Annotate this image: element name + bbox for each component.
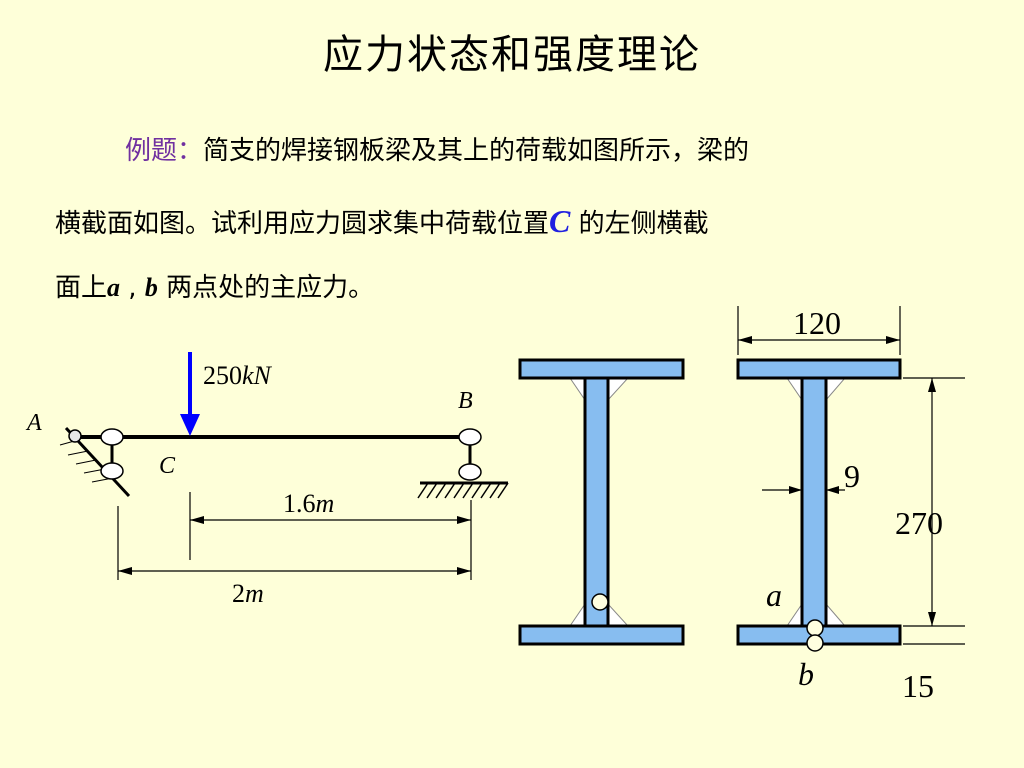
example-colon: ： xyxy=(177,136,204,166)
dim-cb-value: 1.6 xyxy=(283,489,316,518)
i-section-left xyxy=(518,358,685,646)
dim-cb-label: 1.6m xyxy=(283,489,334,518)
dim-ab-unit: m xyxy=(245,579,264,608)
dim-ab-label: 2m xyxy=(232,579,264,608)
problem-text-3: 面上 xyxy=(55,273,108,303)
problem-sep: , xyxy=(120,273,145,303)
dim-flange-width: 120 xyxy=(793,305,841,341)
example-label: 例题 xyxy=(125,136,178,166)
point-a-marker xyxy=(806,619,824,637)
beam-diagram: A B 250kN C xyxy=(25,352,509,608)
page-title: 应力状态和强度理论 xyxy=(323,32,701,78)
left-support xyxy=(59,426,131,498)
point-c-diagram-label: C xyxy=(159,453,176,479)
section-point-a-label: a xyxy=(766,577,782,613)
load-unit: kN xyxy=(242,361,273,390)
support-a-label: A xyxy=(25,410,42,436)
dim-flange-thickness: 15 xyxy=(902,668,934,704)
point-b-label: b xyxy=(144,273,158,302)
dim-web-height: 270 xyxy=(895,505,943,541)
problem-text-2b: 的左侧横截 xyxy=(570,209,709,239)
problem-text-2: 横截面如图。试利用应力圆求集中荷载位置 xyxy=(55,209,550,239)
point-c-label: C xyxy=(549,203,571,239)
load-arrow xyxy=(180,352,200,436)
problem-line-2: 横截面如图。试利用应力圆求集中荷载位置C 的左侧横截 xyxy=(55,203,955,242)
problem-line-3: 面上a , b 两点处的主应力。 xyxy=(55,270,955,306)
point-a-label: a xyxy=(107,273,121,302)
point-b-marker xyxy=(806,634,824,652)
dim-ab-value: 2 xyxy=(232,579,245,608)
i-section-right xyxy=(736,358,902,652)
problem-text-3b: 两点处的主应力。 xyxy=(157,273,375,303)
section-dimension-arrows xyxy=(738,336,936,626)
dim-cb-unit: m xyxy=(316,489,335,518)
problem-text-1: 简支的焊接钢板梁及其上的荷载如图所示，梁的 xyxy=(203,136,750,166)
support-b-label: B xyxy=(458,388,473,414)
load-label: 250kN xyxy=(203,361,273,390)
load-value: 250 xyxy=(203,361,242,390)
problem-line-1: 例题：简支的焊接钢板梁及其上的荷载如图所示，梁的 xyxy=(55,133,955,169)
point-marker-left xyxy=(591,593,609,611)
dimension-lines xyxy=(117,492,472,580)
section-point-b-label: b xyxy=(798,656,814,692)
right-support xyxy=(417,428,509,499)
section-dimension-lines xyxy=(737,306,965,645)
dimension-arrows xyxy=(118,516,471,575)
dim-web-thickness: 9 xyxy=(844,458,860,494)
